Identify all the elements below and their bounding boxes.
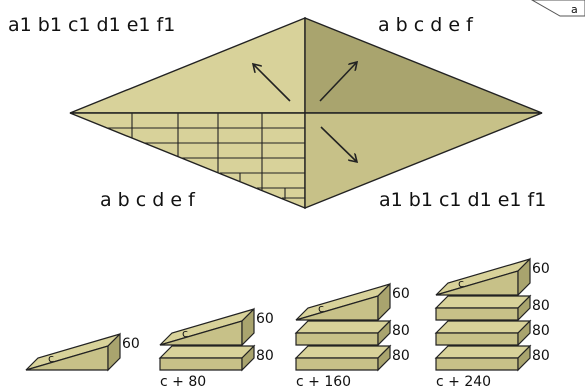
wedge-height-label: 60 bbox=[122, 336, 140, 352]
slab-block bbox=[158, 344, 256, 372]
wedge-height-label: 60 bbox=[256, 311, 274, 327]
wedge-letter: c bbox=[318, 302, 324, 315]
arrow-down-right bbox=[320, 126, 357, 162]
arrow-up-left bbox=[253, 64, 291, 102]
wedge-side-face bbox=[241, 307, 255, 347]
slab-front-face bbox=[435, 332, 519, 346]
wedge-letter: c bbox=[48, 352, 54, 365]
wedge-block bbox=[25, 332, 121, 372]
stack-caption: c + 80 bbox=[160, 374, 206, 388]
stack-caption: c + 160 bbox=[296, 374, 351, 388]
wedge-height-label: 60 bbox=[532, 261, 550, 277]
slab-front-face bbox=[435, 357, 519, 371]
corner-label: a bbox=[571, 3, 578, 16]
label-bottom-right: a1 b1 c1 d1 e1 f1 bbox=[379, 189, 546, 211]
tile-grid bbox=[108, 113, 305, 199]
label-top-left: a1 b1 c1 d1 e1 f1 bbox=[8, 14, 175, 36]
label-bottom-left: a b c d e f bbox=[100, 189, 196, 211]
slab-front-face bbox=[435, 307, 519, 321]
wedge-letter: c bbox=[182, 327, 188, 340]
wedge-side-face bbox=[517, 257, 531, 297]
slab-height-label: 80 bbox=[392, 348, 410, 364]
stack-1: c 60 bbox=[25, 332, 140, 372]
slab-height-label: 80 bbox=[532, 348, 550, 364]
slab-side-face bbox=[377, 344, 391, 372]
wedge-height-label: 60 bbox=[392, 286, 410, 302]
block-stacks: c 60 80 c 60 c + 80 80 80 c 60 c + 160 80 80 80 c 60 c +… bbox=[25, 257, 550, 388]
slab-top-face bbox=[158, 345, 256, 359]
face-bottom-right bbox=[304, 112, 543, 210]
wedge-block bbox=[295, 282, 391, 322]
roof-rhombus bbox=[69, 16, 543, 210]
stack-3: 80 80 c 60 c + 160 bbox=[294, 282, 410, 388]
slab-height-label: 80 bbox=[532, 298, 550, 314]
stack-4: 80 80 80 c 60 c + 240 bbox=[434, 257, 550, 388]
slab-side-face bbox=[241, 344, 255, 372]
corner-tab: a bbox=[530, 0, 585, 17]
slab-block bbox=[434, 294, 532, 322]
slab-side-face bbox=[517, 344, 531, 372]
slab-top-face bbox=[434, 345, 532, 359]
slab-side-face bbox=[517, 294, 531, 322]
slab-block bbox=[294, 319, 392, 347]
slab-front-face bbox=[159, 357, 243, 371]
slab-block bbox=[294, 344, 392, 372]
slab-height-label: 80 bbox=[256, 348, 274, 364]
slab-front-face bbox=[295, 332, 379, 346]
stack-2: 80 c 60 c + 80 bbox=[158, 307, 274, 388]
direction-arrows bbox=[253, 62, 357, 162]
slab-top-face bbox=[434, 295, 532, 309]
slab-block bbox=[434, 344, 532, 372]
slab-top-face bbox=[434, 320, 532, 334]
wedge-letter: c bbox=[458, 277, 464, 290]
slab-top-face bbox=[294, 345, 392, 359]
label-top-right: a b c d e f bbox=[378, 14, 474, 36]
slab-height-label: 80 bbox=[532, 323, 550, 339]
stack-caption: c + 240 bbox=[436, 374, 491, 388]
arrow-up-right bbox=[319, 62, 357, 102]
slab-top-face bbox=[294, 320, 392, 334]
slab-side-face bbox=[517, 319, 531, 347]
wedge-block bbox=[435, 257, 531, 297]
slab-side-face bbox=[377, 319, 391, 347]
wedge-block bbox=[159, 307, 255, 347]
slab-height-label: 80 bbox=[392, 323, 410, 339]
wedge-side-face bbox=[107, 332, 121, 372]
slab-block bbox=[434, 319, 532, 347]
slab-front-face bbox=[295, 357, 379, 371]
wedge-side-face bbox=[377, 282, 391, 322]
